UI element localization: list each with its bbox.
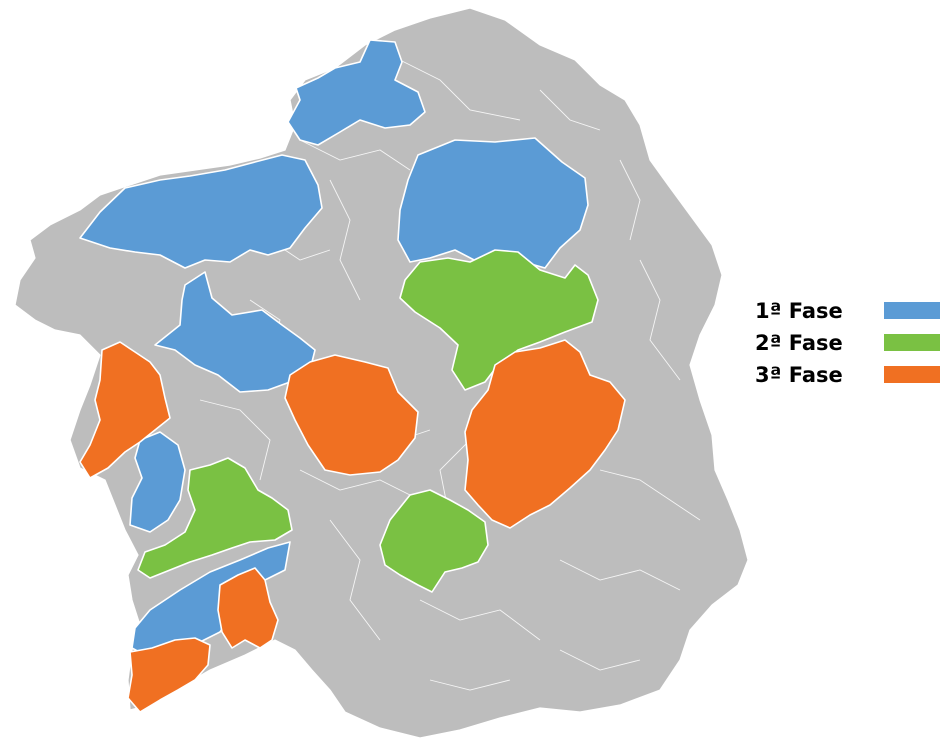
legend-swatch-phase-2 [884,334,940,351]
phase-1-regions [79,39,589,659]
phase-1-north-coast [287,39,426,146]
phase-1-ria-arousa [129,431,186,533]
legend-item-phase-3: 3ª Fase [755,363,940,387]
phase-2-regions [137,249,599,593]
phase-3-baixo-minho [127,637,211,713]
legend-swatch-phase-3 [884,366,940,383]
map-legend: 1ª Fase 2ª Fase 3ª Fase [755,299,940,387]
phase-3-south-inland [217,567,279,649]
phase-1-northwest-coast [79,154,323,269]
phase-1-north-interior [397,137,589,269]
phase-2-north-east [399,249,599,391]
legend-item-phase-1: 1ª Fase [755,299,940,323]
legend-label-phase-1: 1ª Fase [755,299,843,323]
phase-3-regions [79,339,626,713]
phase-2-center-south [379,489,489,593]
phase-3-barbanza [79,341,171,479]
phase-2-west-center [137,457,293,579]
legend-label-phase-2: 2ª Fase [755,331,843,355]
legend-label-phase-3: 3ª Fase [755,363,843,387]
legend-item-phase-2: 2ª Fase [755,331,940,355]
phase-3-east [464,339,626,529]
phase-3-central [284,354,419,476]
legend-swatch-phase-1 [884,302,940,319]
